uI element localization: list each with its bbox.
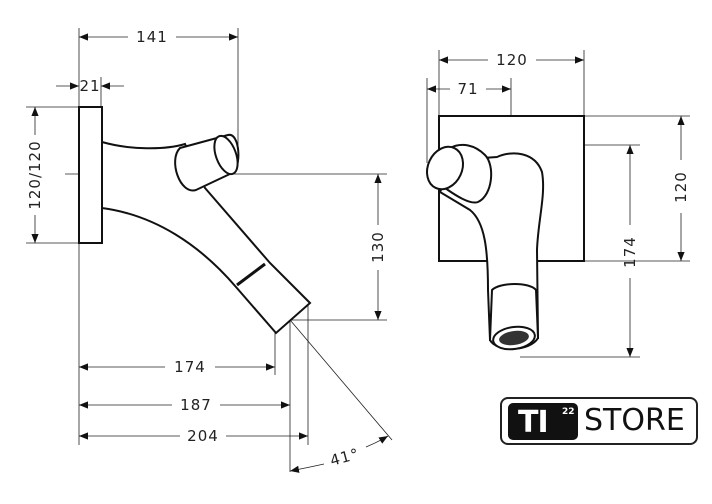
handle-knob-front	[426, 143, 493, 204]
dimension-label: 120	[496, 51, 528, 69]
ti22-store-logo: TI 22 STORE	[500, 397, 698, 445]
dimension-label: 174	[174, 358, 206, 376]
dimension-21: 21	[56, 77, 124, 95]
logo-superscript: 22	[562, 407, 575, 417]
wall-plate-side	[78, 106, 103, 244]
aerator	[499, 330, 529, 346]
dimension-label: 130	[369, 231, 387, 263]
dimension-120-width: 120	[439, 51, 584, 69]
side-view: 141 21 120/120 130 174 187	[26, 28, 393, 473]
dimension-angle-41: 41°	[289, 435, 389, 473]
dimension-label: 120/120	[26, 140, 44, 209]
logo-badge: TI 22	[508, 403, 578, 440]
spout-band	[236, 262, 266, 287]
dimension-174-front: 174	[621, 145, 639, 357]
dimension-174-side: 174	[79, 358, 275, 376]
dimension-label: 120	[672, 171, 690, 203]
dimension-label: 21	[79, 77, 100, 95]
logo-brand: TI	[518, 405, 549, 440]
dimension-label: 174	[621, 236, 639, 268]
handle-knob-side	[174, 134, 240, 192]
dimension-label: 141	[136, 28, 168, 46]
dimension-71: 71	[427, 80, 511, 98]
dimension-label: 204	[187, 427, 219, 445]
faucet-body-side	[101, 140, 312, 335]
dimension-141: 141	[79, 28, 238, 46]
dimension-label: 41°	[328, 445, 361, 470]
dimension-187: 187	[79, 396, 290, 414]
dimension-120-120: 120/120	[26, 107, 44, 243]
front-view: 120 71 120 174	[426, 50, 690, 358]
dimension-120-height: 120	[672, 116, 690, 261]
dimension-label: 187	[180, 396, 212, 414]
dimension-label: 71	[457, 80, 478, 98]
logo-word: STORE	[584, 403, 685, 438]
dimension-130: 130	[369, 174, 387, 320]
dimension-204: 204	[79, 427, 308, 445]
